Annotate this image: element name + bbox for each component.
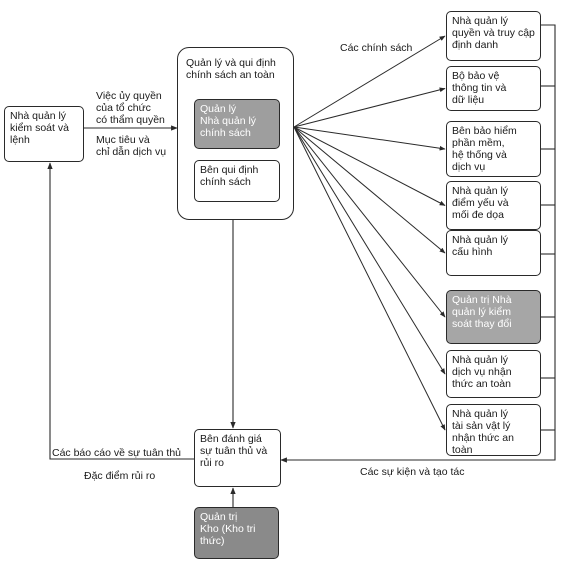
delegation-label: Việc ủy quyền của tổ chức có thẩm quyền: [96, 90, 165, 126]
target-node-1: Nhà quản lý quyền và truy cập định danh: [446, 11, 541, 61]
target-node-6: Quản trị Nhà quản lý kiểm soát thay đổi: [446, 290, 541, 344]
events-artifacts-label: Các sự kiện và tạo tác: [360, 466, 465, 478]
target-node-5: Nhà quản lý cấu hình: [446, 230, 541, 276]
target-node-label: Nhà quản lý tài sản vật lý nhận thức an …: [452, 408, 514, 456]
target-node-8: Nhà quản lý tài sản vật lý nhận thức an …: [446, 404, 541, 456]
policy-arrow-3: [293, 126, 446, 151]
target-node-3: Bên bảo hiểm phần mềm, hệ thống và dịch …: [446, 121, 541, 177]
security-policy-group: [177, 47, 294, 220]
target-node-7: Nhà quản lý dịch vụ nhận thức an toàn: [446, 350, 541, 398]
policy-arrow-6: [293, 126, 446, 318]
target-node-label: Nhà quản lý dịch vụ nhận thức an toàn: [452, 354, 512, 390]
target-node-label: Nhà quản lý quyền và truy cập định danh: [452, 15, 535, 51]
events-bus-line: [280, 24, 556, 463]
target-node-4: Nhà quản lý điểm yếu và mối đe dọa: [446, 181, 541, 230]
target-node-2: Bộ bảo vệ thông tin và dữ liệu: [446, 66, 541, 111]
knowledge-repository-node: Quản trị Kho (Kho tri thức): [194, 507, 279, 559]
compliance-reports-label: Các báo cáo về sự tuân thủ: [52, 447, 182, 459]
policy-arrow-2: [293, 87, 446, 128]
policy-arrow-8: [293, 126, 446, 431]
control-command-manager-node: Nhà quản lý kiểm soát và lệnh: [4, 106, 84, 162]
compliance-risk-assessor-node: Bên đánh giá sự tuân thủ và rủi ro: [194, 429, 281, 487]
arrow-compliance-to-control: [47, 162, 194, 460]
service-objectives-label: Mục tiêu và chỉ dẫn dịch vụ: [96, 134, 167, 158]
target-node-label: Bên bảo hiểm phần mềm, hệ thống và dịch …: [452, 125, 517, 173]
policy-group-title: Quản lý và qui định chính sách an toàn: [186, 57, 276, 81]
target-node-label: Quản trị Nhà quản lý kiểm soát thay đổi: [452, 294, 512, 330]
policy-arrow-5: [293, 126, 446, 254]
policy-arrow-1: [293, 35, 446, 128]
policy-arrow-4: [293, 126, 446, 206]
policy-arrow-7: [293, 126, 446, 375]
target-node-label: Nhà quản lý cấu hình: [452, 234, 509, 258]
policies-label: Các chính sách: [340, 42, 413, 54]
target-node-label: Bộ bảo vệ thông tin và dữ liệu: [452, 70, 507, 106]
policy-setter-node: Bên qui định chính sách: [194, 160, 280, 202]
risk-profile-label: Đặc điểm rủi ro: [84, 470, 156, 482]
target-node-label: Nhà quản lý điểm yếu và mối đe dọa: [452, 185, 509, 221]
policy-manager-node: Quản lý Nhà quản lý chính sách: [194, 99, 280, 149]
